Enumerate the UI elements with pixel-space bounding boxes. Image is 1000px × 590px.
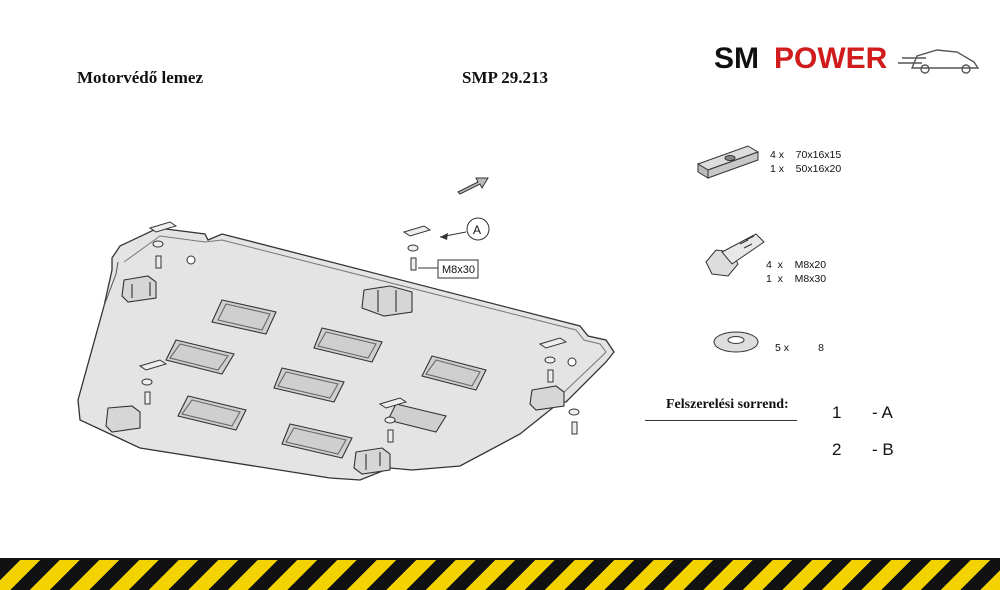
document-title: Motorvédő lemez	[77, 68, 204, 87]
installation-sequence-title: Felszerelési sorrend:	[666, 397, 789, 412]
plate-pockets	[165, 299, 487, 459]
spacer-plate-icon	[696, 145, 760, 179]
car-outline-icon	[898, 49, 980, 74]
detail-a-callout: A	[439, 217, 490, 241]
logo-text-power: POWER	[774, 42, 888, 75]
mounting-tabs	[105, 275, 565, 475]
sequence-underline	[645, 420, 797, 421]
bolt-qty-2: 1 x M8x30	[766, 273, 827, 285]
bolt-quantities: 4 x M8x20 1 x M8x30	[766, 258, 826, 286]
step-letter: - B	[872, 440, 894, 459]
part-number: SMP 29.213	[462, 68, 548, 87]
stripe-border	[0, 558, 1000, 561]
smpower-logo: SM POWER	[714, 42, 980, 75]
plate-holes	[186, 255, 577, 367]
hazard-stripe-band	[0, 560, 1000, 590]
fastener-sets	[138, 221, 580, 443]
step-number: 1	[832, 403, 842, 422]
bolt-icon	[705, 233, 765, 277]
detail-a-label: A	[473, 223, 481, 237]
step-letter: - A	[872, 403, 893, 422]
washer-icon	[713, 331, 759, 353]
bolt-callout: M8x30	[418, 259, 479, 279]
washer-quantity: 5 x 8	[775, 341, 824, 355]
washer-qty: 5 x 8	[775, 342, 825, 354]
plate-qty-1: 4 x 70x16x15	[770, 149, 842, 161]
step-number: 2	[832, 440, 842, 459]
logo-text-sm: SM	[714, 42, 759, 75]
direction-arrow-icon	[457, 177, 489, 195]
bolt-qty-1: 4 x M8x20	[766, 259, 827, 271]
plate-qty-2: 1 x 50x16x20	[770, 163, 842, 175]
bolt-label: M8x30	[442, 264, 475, 276]
plate-quantities: 4 x 70x16x15 1 x 50x16x20	[770, 148, 841, 176]
